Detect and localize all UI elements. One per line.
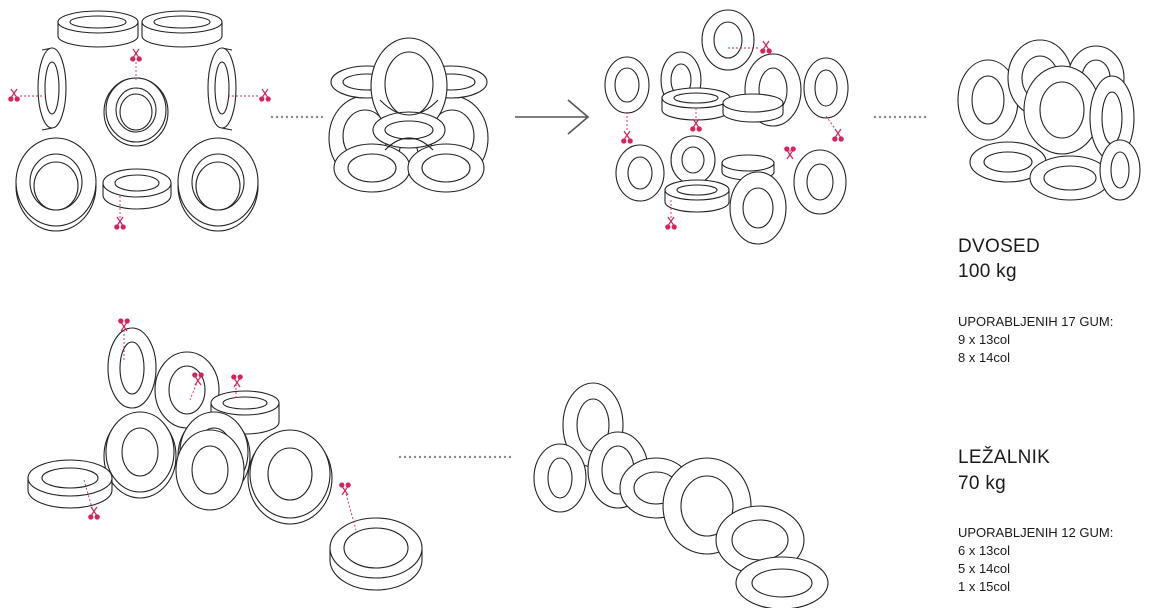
dvosed-title: DVOSED <box>958 236 1041 257</box>
connector-top-right <box>873 115 927 119</box>
tire-flat-2 <box>141 10 223 48</box>
connector-bottom <box>398 455 512 459</box>
scissors-icon <box>831 128 845 143</box>
dvosed-item: 8 x 14col <box>958 350 1011 365</box>
dvosed-weight: 100 kg <box>958 261 1017 282</box>
scissors-icon <box>7 88 21 103</box>
lezalnik-parts-group <box>27 327 423 591</box>
dvosed-item: 9 x 13col <box>958 332 1011 347</box>
lezalnik-assembled <box>533 382 829 608</box>
arrow-right-icon <box>515 99 590 135</box>
lezalnik-weight: 70 kg <box>958 473 1006 494</box>
lezalnik-item: 1 x 15col <box>958 579 1011 594</box>
scissors-icon <box>689 118 703 133</box>
scissors-icon <box>129 48 143 63</box>
lezalnik-title: LEŽALNIK <box>958 447 1051 468</box>
lezalnik-item: 5 x 14col <box>958 561 1011 576</box>
tire-side-right <box>207 47 237 131</box>
dotted-connectors <box>270 115 927 459</box>
connector-top-left <box>270 115 324 119</box>
tire-bottom-left <box>15 137 97 232</box>
dvosed-exploded <box>604 9 849 245</box>
scissors-icon <box>230 373 244 388</box>
scissors-icon <box>338 481 352 496</box>
tire-center <box>103 77 169 147</box>
dvosed-assembled-front <box>328 37 489 193</box>
scissors-icon <box>87 506 101 521</box>
tire-bottom-right <box>177 137 259 232</box>
scissors-icon <box>113 216 127 231</box>
tire-flat-1 <box>57 10 139 48</box>
scissors-icon <box>783 145 797 160</box>
dvosed-used-label: UPORABLJENIH 17 GUM: <box>958 314 1114 329</box>
tire-bottom-center <box>102 168 172 210</box>
tire-side-left <box>37 47 67 131</box>
lezalnik-item: 6 x 13col <box>958 543 1011 558</box>
lezalnik-used-label: UPORABLJENIH 12 GUM: <box>958 525 1114 540</box>
scissors-icon <box>258 88 272 103</box>
scissors-icon <box>759 40 773 55</box>
cut-lines <box>20 47 837 531</box>
dvosed-parts-group <box>15 10 259 232</box>
dvosed-assembled-perspective <box>957 39 1141 201</box>
scissors-icon <box>664 216 678 231</box>
scissors-icon <box>620 130 634 145</box>
